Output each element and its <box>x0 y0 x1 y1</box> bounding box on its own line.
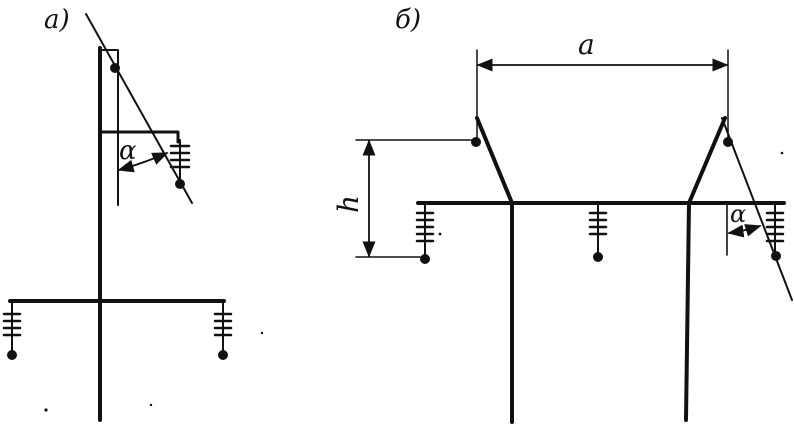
panel-b-tower: б) a h <box>332 5 793 424</box>
dim-a-label: a <box>578 28 595 61</box>
panel-a-label: а) <box>44 5 70 35</box>
left-leg-b <box>475 116 514 424</box>
panel-b-label: б) <box>395 5 421 35</box>
insulator-lower-left-a <box>2 300 22 360</box>
conductor-swing-line-a <box>85 13 193 204</box>
right-leg-b <box>684 116 727 422</box>
insulator-right-b <box>765 202 785 261</box>
insulator-middle-b <box>588 202 608 262</box>
dim-h-label: h <box>332 195 365 213</box>
insulator-lower-right-a <box>213 300 233 360</box>
angle-label-a: α <box>119 136 137 166</box>
insulator-left-b <box>415 202 435 264</box>
scan-specks <box>44 151 784 412</box>
left-suspension-point-b <box>471 137 481 147</box>
conductor-swing-line-b <box>721 117 793 301</box>
top-frame-a <box>99 49 119 206</box>
swing-angle-arc-b <box>727 224 762 238</box>
suspension-point-a <box>110 63 120 73</box>
angle-label-b: α <box>730 200 746 228</box>
insulator-upper-a <box>169 139 191 189</box>
swing-angle-arc-a <box>117 152 169 173</box>
right-suspension-point-b <box>723 137 733 147</box>
panel-a-tower: а) α <box>2 5 233 422</box>
upper-crossarm-a <box>98 130 180 144</box>
